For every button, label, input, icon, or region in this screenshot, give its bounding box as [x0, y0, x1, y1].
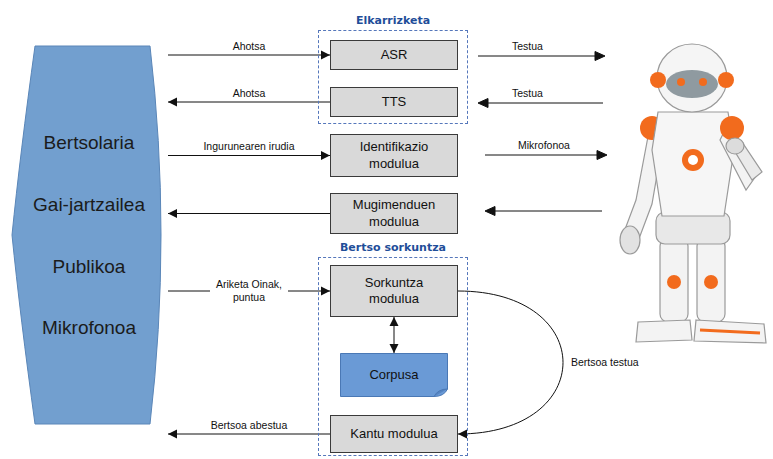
process-box: TTS — [330, 87, 458, 117]
arrow-head — [458, 430, 467, 439]
robot-shoulder — [720, 116, 744, 140]
process-box: Kantu modulua — [330, 415, 458, 453]
wire — [485, 155, 598, 156]
box-label: TTS — [382, 94, 407, 110]
edge-label: Ariketa Oinak, puntua — [210, 278, 288, 304]
arrow-head — [595, 52, 605, 61]
box-label: Sorkuntza modulua — [347, 275, 441, 308]
wire — [494, 211, 602, 212]
actor-name: Publikoa — [10, 256, 168, 279]
robot-figure — [620, 44, 766, 343]
arrow-head — [168, 209, 177, 218]
robot-eye — [699, 78, 707, 86]
wire — [478, 56, 596, 57]
group-title: Bertso sorkuntza — [289, 241, 497, 254]
robot-links — [478, 52, 607, 216]
signal-label: Testua — [512, 40, 543, 53]
robot-foot — [636, 320, 692, 342]
arrow-head — [168, 430, 177, 439]
arrow-connector — [390, 317, 399, 353]
wire — [487, 103, 603, 104]
module-group: Bertso sorkuntzaSorkuntza moduluaCorpusa… — [318, 257, 468, 456]
robot-ear — [718, 72, 734, 88]
actor-name: Bertsolaria — [10, 132, 168, 155]
connector-line — [168, 155, 330, 156]
box-label: Identifikazio modulua — [347, 139, 441, 172]
connector-line — [168, 55, 330, 56]
box-label: ASR — [381, 47, 408, 63]
arrow-head — [321, 51, 330, 60]
robot-trim — [700, 330, 760, 333]
robot-hand — [726, 138, 744, 154]
arrow-head — [390, 344, 399, 353]
robot-chest — [682, 149, 704, 171]
process-box: Identifikazio modulua — [330, 134, 458, 177]
robot-foot — [694, 320, 766, 343]
robot-knee — [704, 275, 718, 289]
arrow-head — [390, 317, 399, 326]
robot-chest-light — [688, 155, 698, 165]
document-fold — [434, 389, 448, 397]
robot-head — [657, 44, 727, 112]
robot-hip — [656, 212, 730, 244]
actor-name: Gai-jartzailea — [10, 194, 168, 217]
edge-label: Ingurunearen irudia — [203, 140, 294, 153]
edge-label: Ahotsa — [233, 87, 266, 100]
box-label: Corpusa — [369, 367, 418, 383]
robot-hand — [620, 226, 640, 254]
edge-label: Ahotsa — [233, 40, 266, 53]
corpus-document: Corpusa — [340, 353, 448, 397]
process-box: ASR — [330, 40, 458, 70]
robot-leg — [697, 238, 725, 322]
band-outline — [12, 46, 161, 424]
arrow-head — [597, 151, 607, 160]
connector-line — [168, 102, 330, 103]
robot-eye — [677, 78, 685, 86]
band-shape — [10, 45, 168, 425]
edge-label: Bertsoa testua — [569, 356, 641, 369]
process-box: Mugimenduen modulua — [330, 193, 458, 234]
robot-ear — [650, 72, 666, 88]
group-title: Elkarrizketa — [289, 14, 497, 27]
arrow-head — [168, 98, 177, 107]
connector-line — [168, 213, 330, 214]
arrow-head — [321, 287, 330, 296]
box-label: Kantu modulua — [350, 426, 437, 442]
arrow-head — [321, 151, 330, 160]
arrow-head — [485, 207, 495, 216]
document-outline — [341, 354, 448, 397]
signal-label: Mikrofonoa — [518, 139, 570, 152]
arrow-connector — [168, 209, 330, 218]
arrow-connector — [458, 291, 563, 439]
robot-knee — [667, 275, 681, 289]
actor-band: BertsolariaGai-jartzaileaPublikoaMikrofo… — [10, 45, 168, 425]
connector-line — [458, 291, 563, 434]
process-box: Sorkuntza modulua — [330, 265, 458, 317]
robot-face — [666, 70, 718, 98]
connector-line — [168, 434, 330, 435]
edge-label: Bertsoa abestua — [211, 419, 287, 432]
signal-label: Testua — [512, 87, 543, 100]
box-label: Mugimenduen modulua — [347, 197, 441, 230]
robot-leg — [660, 238, 688, 322]
actor-name: Mikrofonoa — [10, 317, 168, 340]
module-group: ElkarrizketaASRTTS — [318, 30, 468, 124]
arrow-head — [478, 99, 488, 108]
